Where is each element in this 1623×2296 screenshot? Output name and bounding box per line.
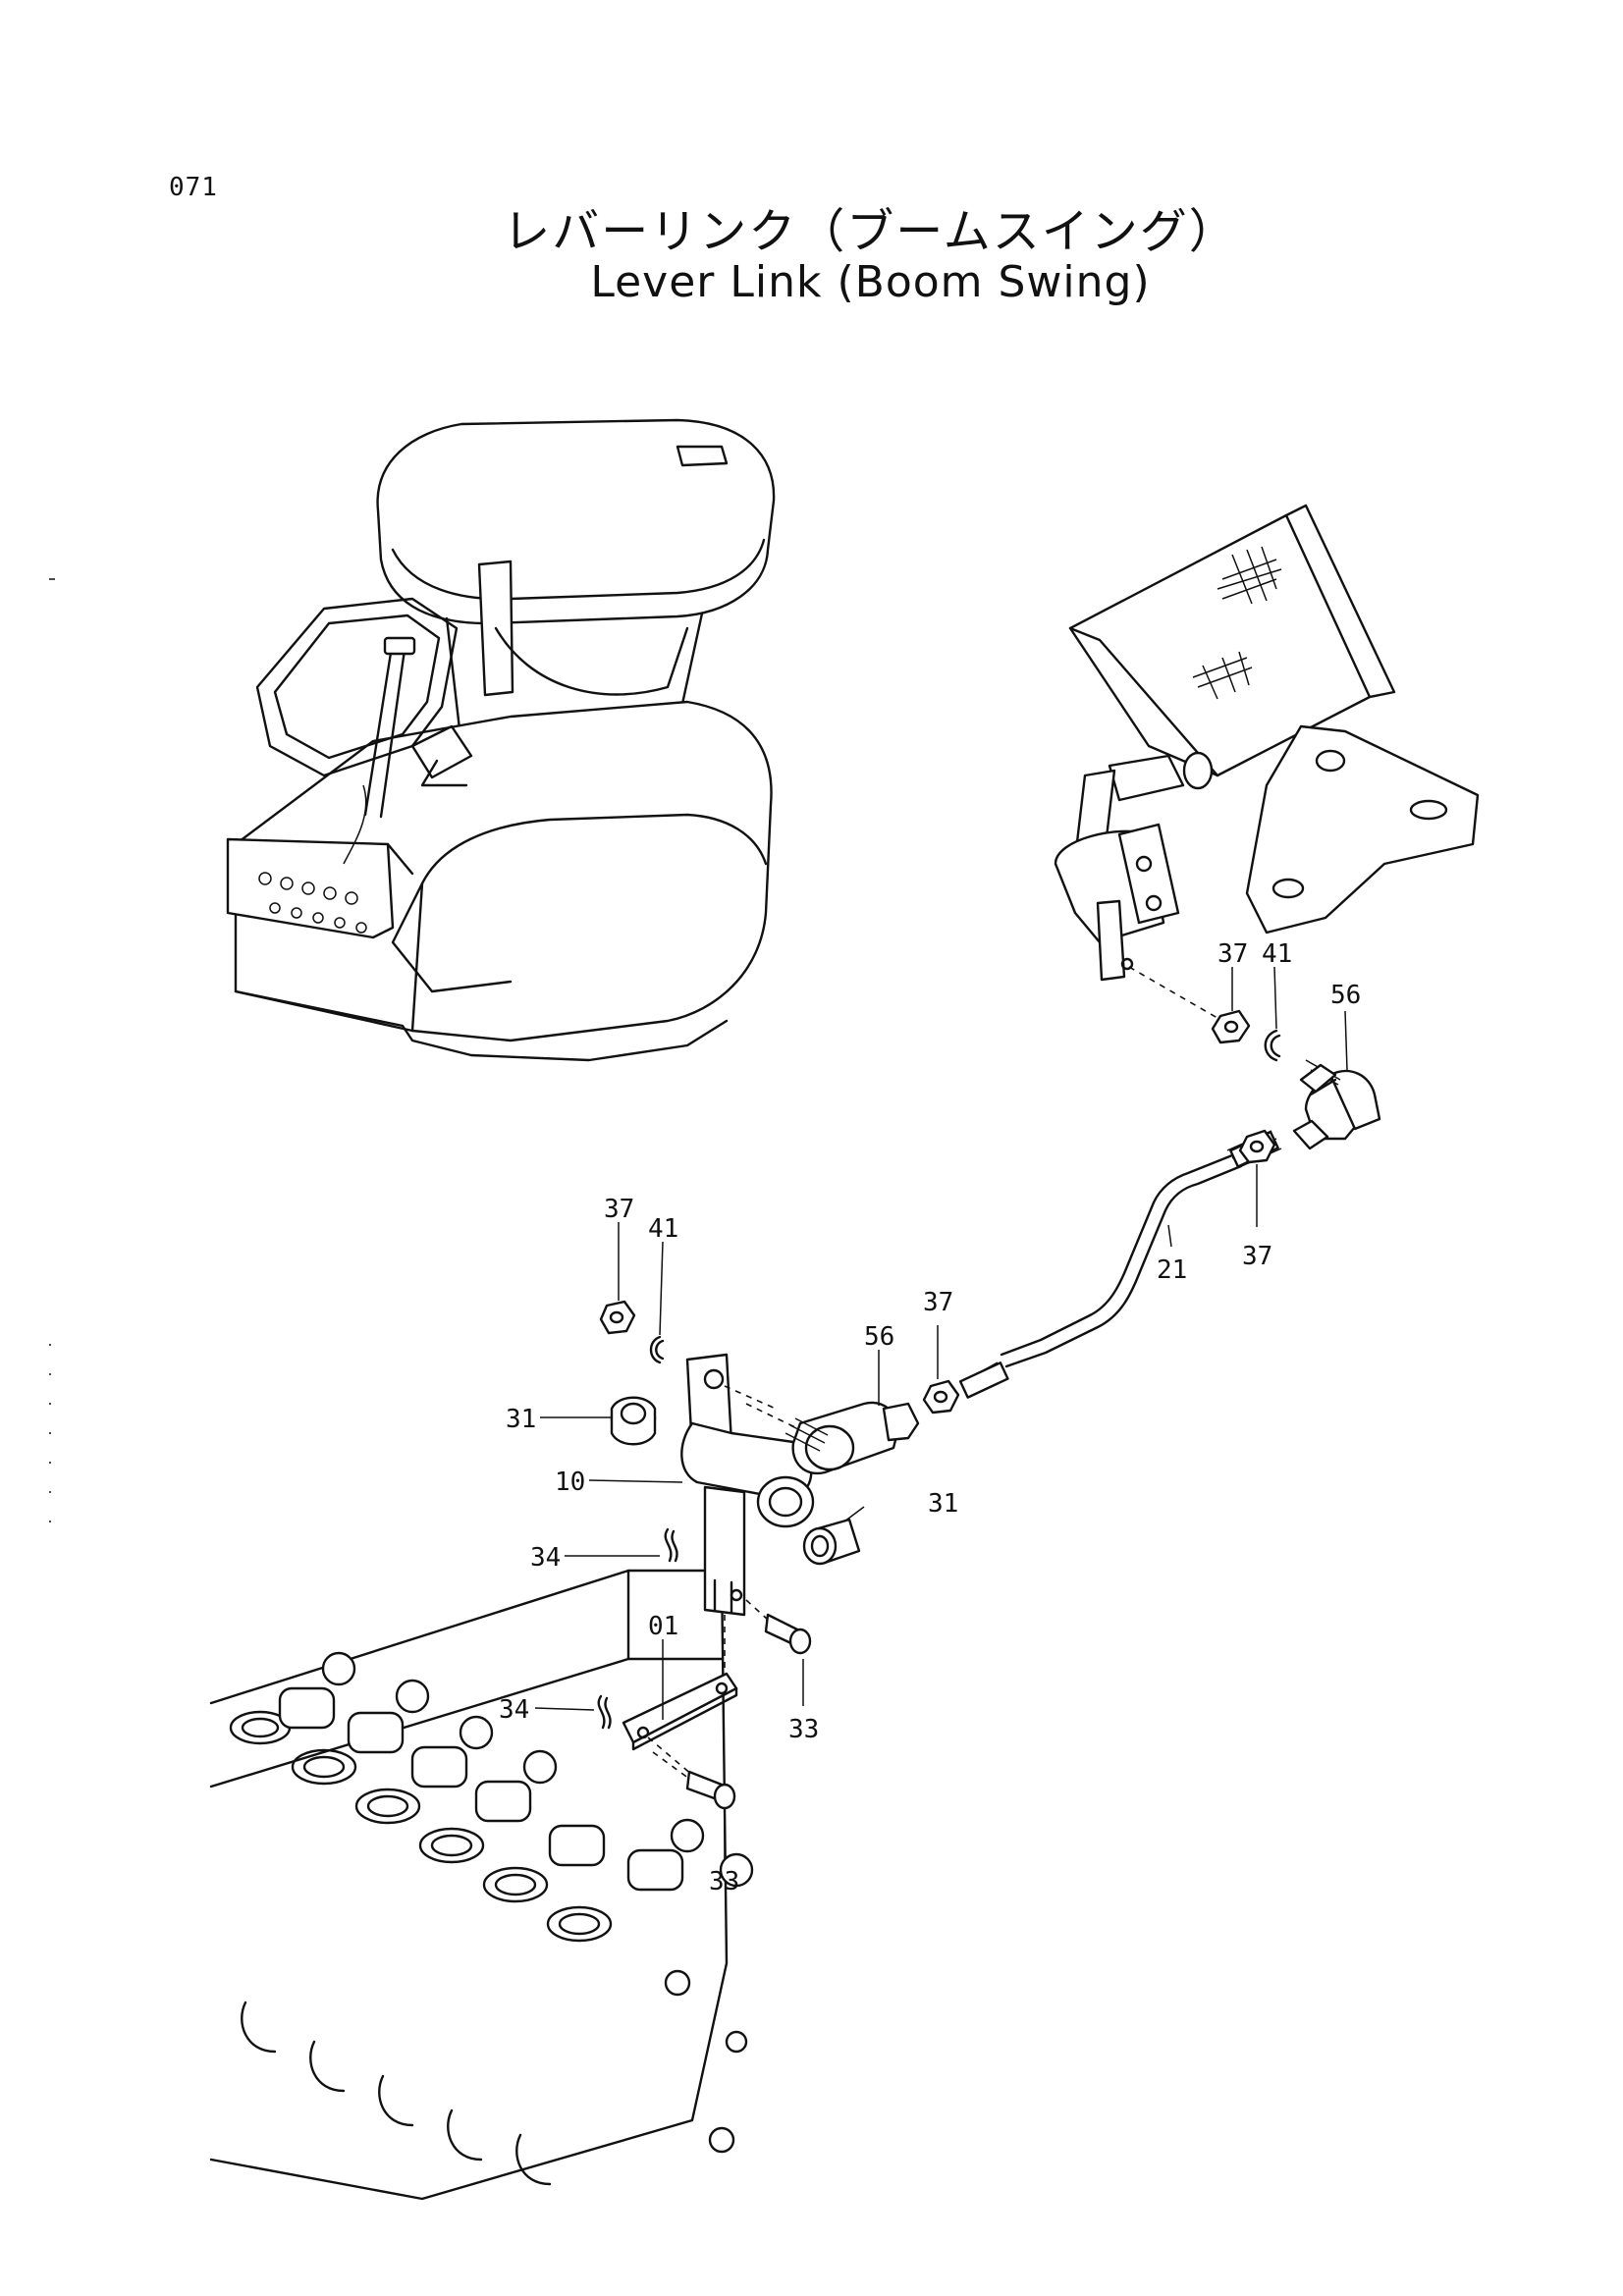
callout-31-right: 31 [928,1489,958,1519]
pin-33-lower [652,1751,736,1810]
callout-56-upper: 56 [1330,981,1361,1010]
callout-33-lower: 33 [709,1867,739,1896]
link-plate [622,1672,738,1776]
nut-37-mid [922,1379,960,1415]
control-valve-illustration [209,1569,754,2201]
callout-labels: 37 41 56 37 21 37 41 37 56 31 10 31 34 0… [499,939,1361,1896]
cotter-pin-34-upper [664,1527,678,1563]
callout-31-left: 31 [506,1405,536,1434]
callout-34-upper: 34 [530,1543,561,1573]
callout-41-upper: 41 [1262,939,1292,969]
link-rod [958,1130,1282,1399]
callout-34-lower: 34 [499,1695,529,1725]
swing-lever [680,1353,815,1669]
ball-joint-upper [1292,1059,1381,1150]
callout-01: 01 [648,1612,678,1641]
callout-41-left: 41 [648,1214,678,1244]
callout-21: 21 [1157,1255,1187,1285]
pin-33-upper [745,1599,812,1655]
callout-37-mid: 37 [923,1288,953,1317]
page-number: 071 [169,173,218,202]
callout-37-right: 37 [1242,1242,1272,1271]
callout-37-left: 37 [604,1195,634,1224]
swing-pedal-bracket [1054,504,1480,1022]
margin-marks [49,578,55,1522]
operator-seat-illustration [226,418,776,1062]
nut-37-left [599,1300,636,1335]
bushing-31-right [802,1518,861,1566]
ball-joint-mid [745,1401,920,1475]
nut-37-upper [1211,1009,1251,1044]
callout-10: 10 [555,1468,585,1497]
callout-33-upper: 33 [788,1715,819,1744]
nut-37-right [1238,1129,1276,1164]
title-english: Lever Link (Boom Swing) [590,257,1151,307]
cotter-pin-34-lower [597,1694,612,1730]
callout-37-upper: 37 [1217,939,1248,969]
clip-41-left [649,1335,665,1364]
callout-56-mid: 56 [864,1322,894,1352]
clip-41-upper [1264,1029,1281,1062]
leader-lines [534,966,1348,1860]
title-japanese: レバーリンク（ブームスイング） [503,204,1238,259]
bushing-31-left [610,1396,657,1446]
